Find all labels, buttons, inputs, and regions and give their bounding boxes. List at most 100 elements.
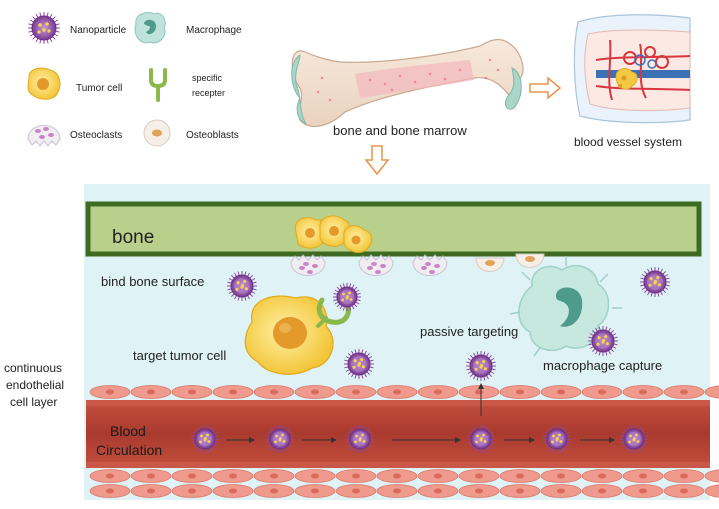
legend: Nanoparticle Macrophage Tumor cell speci… <box>27 11 242 147</box>
endothelial-top-cell <box>458 385 500 399</box>
nanoparticle-6 <box>588 326 618 356</box>
legend-macrophage-label: Macrophage <box>186 25 242 36</box>
legend-tumor-cell-label: Tumor cell <box>76 83 122 94</box>
osteoclast-cells <box>290 254 448 276</box>
endothelial-bottom-lower-cell <box>704 484 719 498</box>
endothelial-top-cell <box>704 385 719 399</box>
endothelial-bottom-cell <box>212 469 254 483</box>
blood-vessel-illustration <box>573 14 691 124</box>
endothelial-bottom-cell <box>499 469 541 483</box>
endothelial-bottom-lower-cell <box>540 484 582 498</box>
endothelial-bottom-cell <box>540 469 582 483</box>
endothelial-top-cell <box>622 385 664 399</box>
bind-bone-surface-label: bind bone surface <box>101 274 204 289</box>
vessel-wall-top <box>86 400 710 406</box>
endothelial-top-cell <box>130 385 172 399</box>
endothelial-bottom-lower-cell <box>89 484 131 498</box>
hollow-arrow-right <box>529 76 562 100</box>
legend-macrophage-icon <box>134 11 166 44</box>
endothelial-bottom-cell <box>130 469 172 483</box>
endothelial-bottom-cell <box>663 469 705 483</box>
endothelial-top-cell <box>335 385 377 399</box>
passive-targeting-label: passive targeting <box>420 324 518 339</box>
blood-vessel-lumen <box>86 400 710 468</box>
endothelial-bottom-cell <box>581 469 623 483</box>
endothelial-bottom-lower-cell <box>458 484 500 498</box>
target-tumor-cell <box>244 295 334 375</box>
endothelial-top-cell <box>171 385 213 399</box>
endothelial-bottom-cell <box>417 469 459 483</box>
specific-receptor <box>316 297 351 328</box>
endothelial-bottom-lower-cell <box>335 484 377 498</box>
endothelial-label-3: cell layer <box>10 395 57 409</box>
nanoparticle-7 <box>191 425 219 453</box>
hollow-arrow-down <box>364 145 390 176</box>
macrophage-capture-label: macrophage capture <box>543 358 662 373</box>
endothelial-top-cell <box>663 385 705 399</box>
legend-receptor-label-2: recepter <box>192 88 225 98</box>
nanoparticle-12 <box>620 425 648 453</box>
endothelial-bottom-lower-cell <box>212 484 254 498</box>
legend-osteoblasts-icon <box>143 119 171 147</box>
legend-tumor-cell-icon <box>27 67 61 100</box>
nanoparticle-8 <box>266 425 294 453</box>
legend-receptor-label-1: specific <box>192 73 223 83</box>
endothelial-top-cell <box>253 385 295 399</box>
endothelial-bottom-cell <box>171 469 213 483</box>
legend-osteoblasts-label: Osteoblasts <box>186 130 239 141</box>
endothelial-top-cell <box>581 385 623 399</box>
nanoparticle-1 <box>227 271 257 301</box>
endothelial-label-1: continuous <box>4 361 62 375</box>
legend-nanoparticle-icon <box>28 12 60 44</box>
nanoparticle-9 <box>346 425 374 453</box>
macrophage-cell <box>509 256 622 357</box>
nanoparticle-3 <box>640 267 670 297</box>
endothelial-top-cell <box>89 385 131 399</box>
endothelial-bottom-cell <box>376 469 418 483</box>
nanoparticle-4 <box>344 349 374 379</box>
endothelial-bottom-cell <box>622 469 664 483</box>
endothelial-top-cell <box>294 385 336 399</box>
endothelial-bottom-cell <box>335 469 377 483</box>
nanoparticle-11 <box>543 425 571 453</box>
nanoparticle-2 <box>333 283 361 311</box>
osteoblast-cells <box>475 253 545 272</box>
blood-vessel-label: blood vessel system <box>574 135 682 149</box>
legend-receptor-icon <box>149 68 167 102</box>
endothelial-bottom-lower-cell <box>499 484 541 498</box>
circulation-flow-arrows <box>226 383 615 443</box>
vessel-wall-bottom <box>86 462 710 468</box>
endothelial-top-cell <box>540 385 582 399</box>
endothelial-bottom-cell <box>89 469 131 483</box>
endothelial-bottom-lower-cell <box>622 484 664 498</box>
endothelial-top-cell <box>499 385 541 399</box>
endothelial-bottom-lower-cell <box>581 484 623 498</box>
endothelial-label-2: endothelial <box>6 378 64 392</box>
tumor-cluster-on-bone <box>294 215 373 253</box>
endothelial-bottom-lower-cell <box>253 484 295 498</box>
nanoparticle-5 <box>466 351 496 381</box>
endothelial-bottom-cell <box>458 469 500 483</box>
endothelial-bottom-lower-cell <box>376 484 418 498</box>
endothelial-bottom-lower-cell <box>130 484 172 498</box>
bone-marrow-label: bone and bone marrow <box>333 123 467 138</box>
endothelial-bottom-lower-cell <box>171 484 213 498</box>
endothelial-top-cell <box>212 385 254 399</box>
endothelial-bottom-lower-cell <box>294 484 336 498</box>
bone-layer <box>85 201 702 257</box>
blood-circulation-label-1: Blood <box>110 423 146 439</box>
endothelial-bottom-cell <box>294 469 336 483</box>
target-tumor-cell-label: target tumor cell <box>133 348 226 363</box>
legend-osteoclasts-icon <box>27 125 61 147</box>
bone-layer-label: bone <box>112 227 154 248</box>
nanoparticle-10 <box>467 425 495 453</box>
endothelial-layer-top <box>89 385 719 399</box>
endothelial-layer-bottom <box>89 469 719 498</box>
endothelial-bottom-cell <box>704 469 719 483</box>
endothelial-bottom-lower-cell <box>663 484 705 498</box>
endothelial-bottom-lower-cell <box>417 484 459 498</box>
blood-circulation-label-2: Circulation <box>96 442 162 458</box>
legend-osteoclasts-label: Osteoclasts <box>70 130 122 141</box>
